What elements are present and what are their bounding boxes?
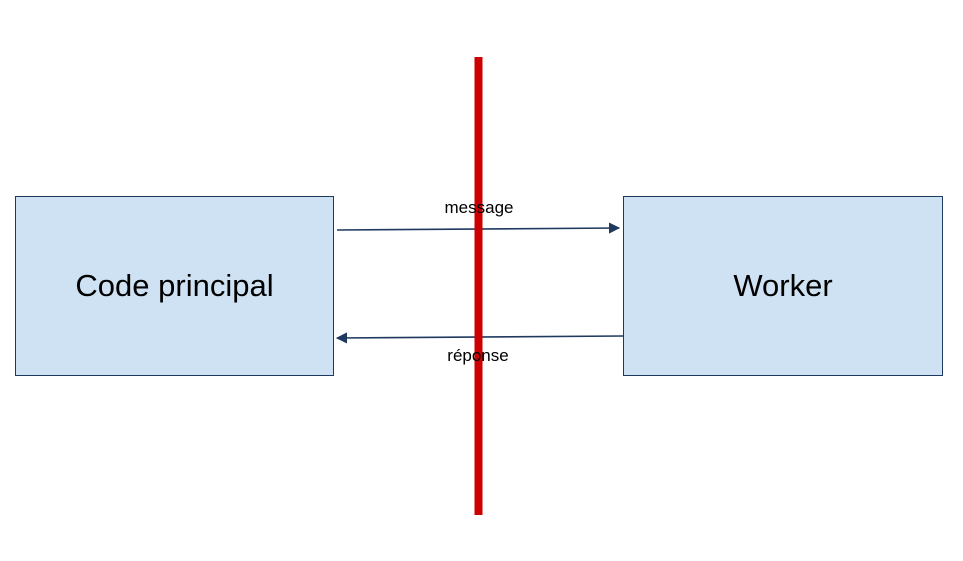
worker-box: Worker [623,196,943,376]
response-label: réponse [447,346,509,365]
main-code-box: Code principal [15,196,334,376]
worker-label: Worker [733,268,833,303]
main-code-label: Code principal [75,268,274,303]
message-label: message [444,198,514,217]
